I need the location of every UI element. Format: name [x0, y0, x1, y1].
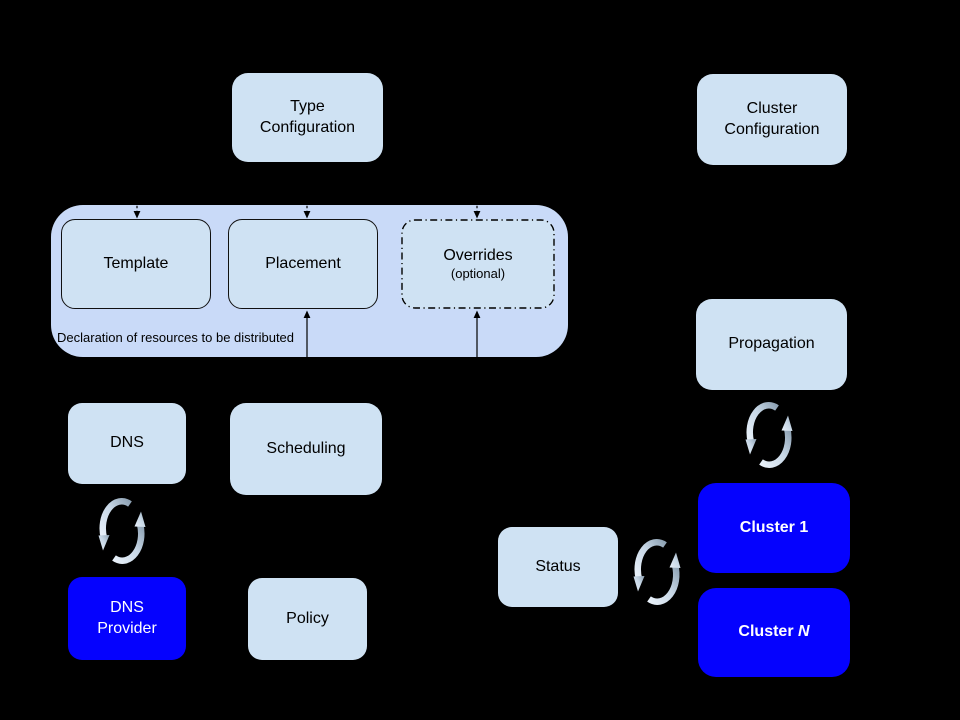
node-label: Status: [535, 557, 581, 575]
node-cluster-n: Cluster N: [698, 588, 850, 677]
node-overrides: Overrides (optional): [401, 219, 555, 309]
node-dns-provider: DNS Provider: [68, 577, 186, 660]
node-label: Type Configuration: [259, 97, 356, 136]
node-label: Cluster Configuration: [724, 99, 820, 138]
dash-dot-border: [401, 219, 555, 309]
sync-arrows-icon: [743, 399, 795, 471]
sync-arrows-icon: [96, 495, 148, 567]
declaration-note: Declaration of resources to be distribut…: [57, 330, 295, 345]
node-placement: Placement: [228, 219, 378, 309]
node-label: Placement: [265, 254, 341, 272]
node-status: Status: [498, 527, 618, 607]
node-label: DNS: [110, 434, 144, 452]
node-policy: Policy: [248, 578, 367, 660]
node-label: Overrides: [443, 247, 513, 265]
node-label: DNS Provider: [97, 598, 157, 637]
node-label: Cluster N: [738, 622, 809, 643]
sync-arrows-icon: [631, 536, 683, 608]
node-label: Policy: [286, 609, 329, 627]
node-label: Template: [103, 254, 169, 272]
node-propagation: Propagation: [696, 299, 847, 390]
node-label-n: N: [798, 623, 810, 641]
node-cluster-1: Cluster 1: [698, 483, 850, 573]
node-scheduling: Scheduling: [230, 403, 382, 495]
node-label: Scheduling: [266, 439, 346, 457]
node-label: Cluster 1: [739, 518, 809, 536]
node-label: Propagation: [728, 335, 815, 353]
node-template: Template: [61, 219, 211, 309]
node-sublabel: (optional): [450, 266, 506, 282]
node-cluster-configuration: Cluster Configuration: [697, 74, 847, 165]
node-dns: DNS: [68, 403, 186, 484]
node-type-configuration: Type Configuration: [232, 73, 383, 162]
node-label-prefix: Cluster: [738, 623, 798, 641]
